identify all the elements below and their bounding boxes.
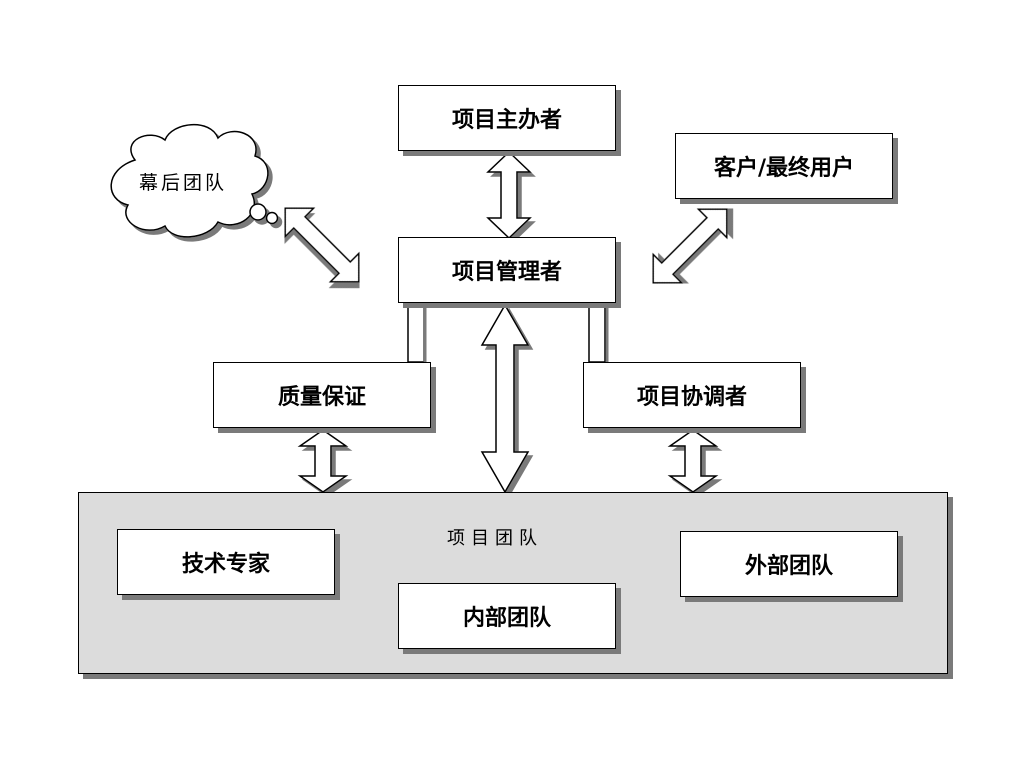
manager-qa-connector [407, 299, 427, 363]
coordinator-team-arrow [667, 429, 719, 493]
manager-customer-arrow [652, 208, 728, 284]
external-team-box: 外部团队 [680, 531, 898, 597]
tech-experts-box: 技术专家 [117, 529, 335, 595]
project-coordinator-box: 项目协调者 [583, 362, 801, 428]
project-sponsor-box: 项目主办者 [398, 85, 616, 151]
internal-team-box: 内部团队 [398, 583, 616, 649]
quality-assurance-box: 质量保证 [213, 362, 431, 428]
project-manager-box: 项目管理者 [398, 237, 616, 303]
sponsor-manager-arrow [486, 150, 532, 240]
backstage-cloud-shape [110, 123, 279, 238]
customer-end-user-box: 客户/最终用户 [675, 133, 893, 199]
manager-coordinator-connector [588, 299, 609, 363]
manager-team-arrow [480, 303, 530, 494]
backstage-team-label: 幕后团队 [138, 172, 227, 194]
backstage-manager-arrow [284, 207, 360, 283]
project-team-label: 项目团队 [447, 528, 543, 549]
qa-team-arrow [297, 429, 349, 493]
